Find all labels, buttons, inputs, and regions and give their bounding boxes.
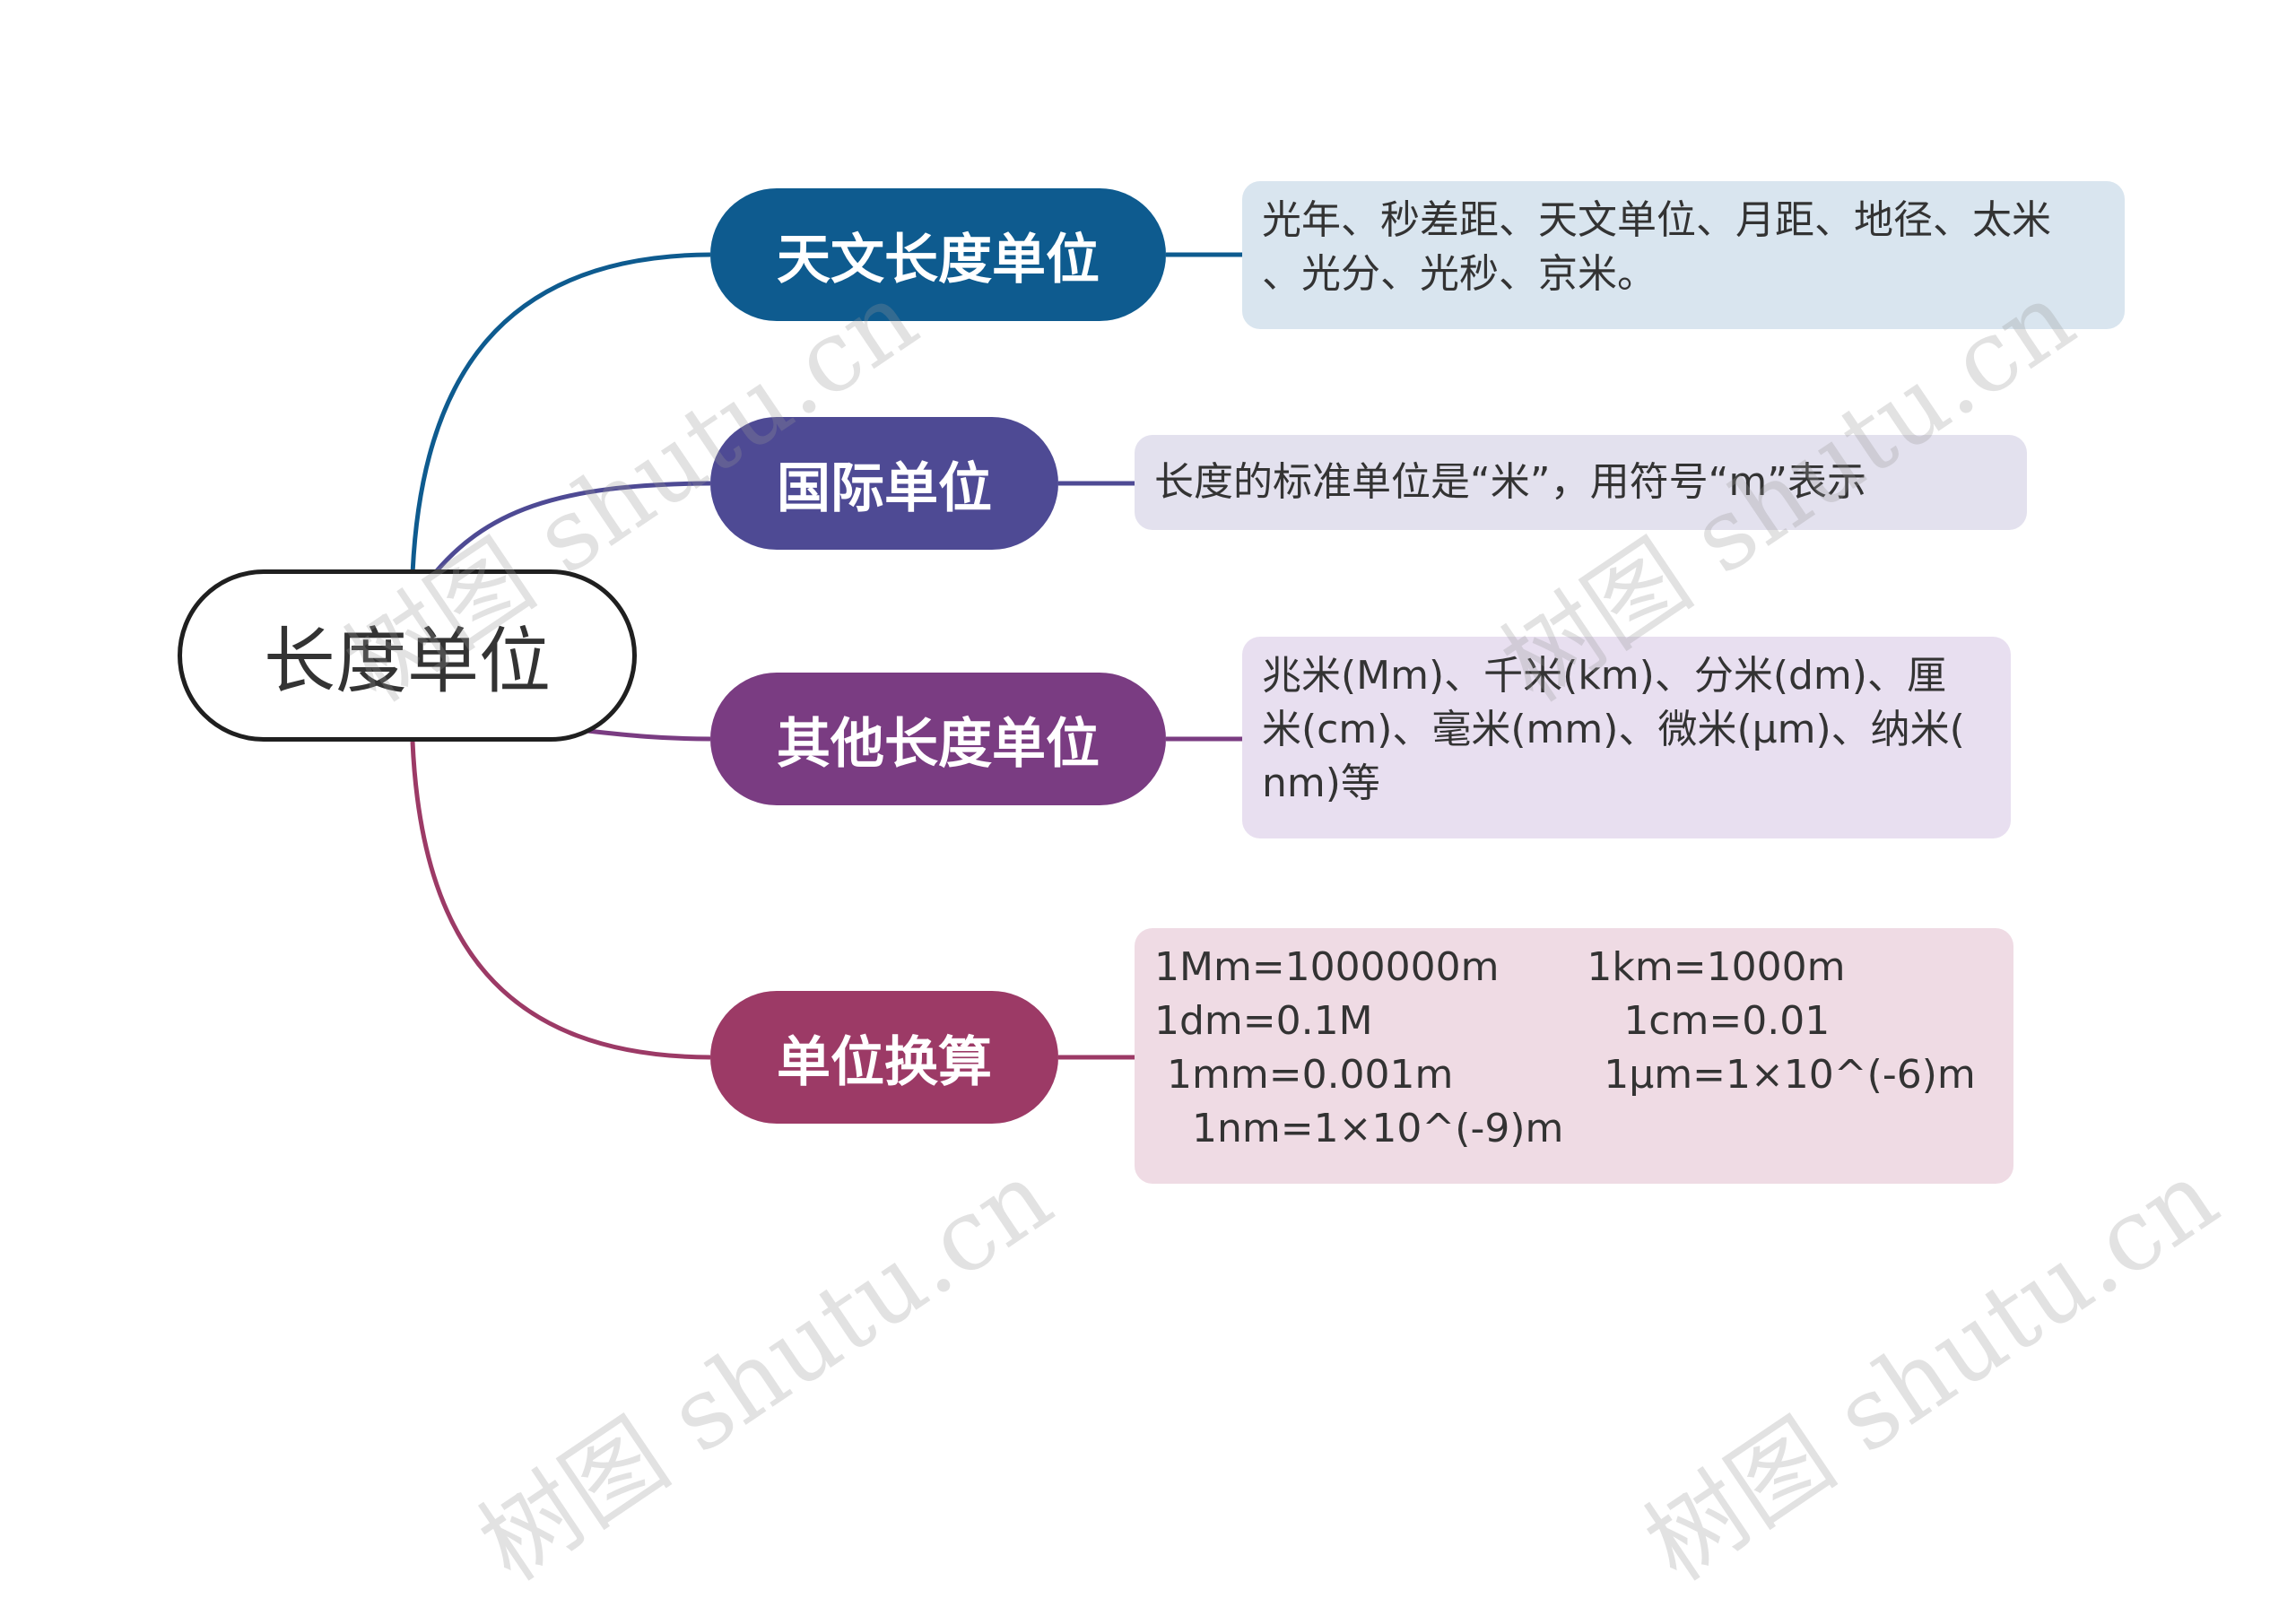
- connector-root-international: [429, 481, 711, 580]
- topic-other-units[interactable]: 其他长度单位: [710, 673, 1166, 805]
- topic-label: 天文长度单位: [777, 228, 1100, 291]
- detail-line: 、光分、光秒、京米。: [1262, 251, 1657, 297]
- detail-line: 1dm=0.1M 1cm=0.01: [1154, 998, 1831, 1044]
- mindmap-canvas: 长度单位 天文长度单位 国际单位 其他长度单位 单位换算 光年、秒差距、天文单位…: [178, 181, 2237, 1603]
- detail-line: 兆米(Mm)、千米(km)、分米(dm)、厘: [1262, 653, 1946, 699]
- connector-root-astronomy: [410, 252, 711, 575]
- detail-line: 1nm=1×10^(-9)m: [1154, 1106, 1564, 1151]
- root-topic[interactable]: 长度单位: [178, 569, 637, 742]
- root-topic-label: 长度单位: [264, 620, 551, 703]
- connector-root-conversion: [410, 741, 711, 1060]
- detail-line: 米(cm)、毫米(mm)、微米(μm)、纳米(: [1262, 707, 1965, 752]
- detail-line: 1mm=0.001m 1μm=1×10^(-6)m: [1154, 1052, 1976, 1098]
- topic-unit-conversion[interactable]: 单位换算: [710, 991, 1058, 1124]
- detail-line: 1Mm=1000000m 1km=1000m: [1154, 944, 1846, 990]
- connector-lines: [410, 252, 1242, 1060]
- detail-astronomical-units[interactable]: 光年、秒差距、天文单位、月距、地径、太米 、光分、光秒、京米。: [1242, 181, 2125, 329]
- topic-international-units[interactable]: 国际单位: [710, 417, 1058, 550]
- detail-unit-conversion[interactable]: 1Mm=1000000m 1km=1000m 1dm=0.1M 1cm=0.01…: [1135, 928, 2013, 1184]
- topic-label: 单位换算: [777, 1030, 992, 1094]
- detail-line: 长度的标准单位是“米”，用符号“m”表示: [1154, 459, 1867, 505]
- topic-label: 其他长度单位: [777, 712, 1100, 776]
- detail-line: 光年、秒差距、天文单位、月距、地径、太米: [1262, 197, 2051, 243]
- detail-other-units[interactable]: 兆米(Mm)、千米(km)、分米(dm)、厘 米(cm)、毫米(mm)、微米(μ…: [1242, 637, 2011, 838]
- connector-root-other: [587, 728, 711, 742]
- topic-astronomical-units[interactable]: 天文长度单位: [710, 188, 1166, 321]
- topic-label: 国际单位: [777, 456, 992, 520]
- detail-line: nm)等: [1262, 760, 1380, 806]
- detail-international-units[interactable]: 长度的标准单位是“米”，用符号“m”表示: [1135, 435, 2027, 530]
